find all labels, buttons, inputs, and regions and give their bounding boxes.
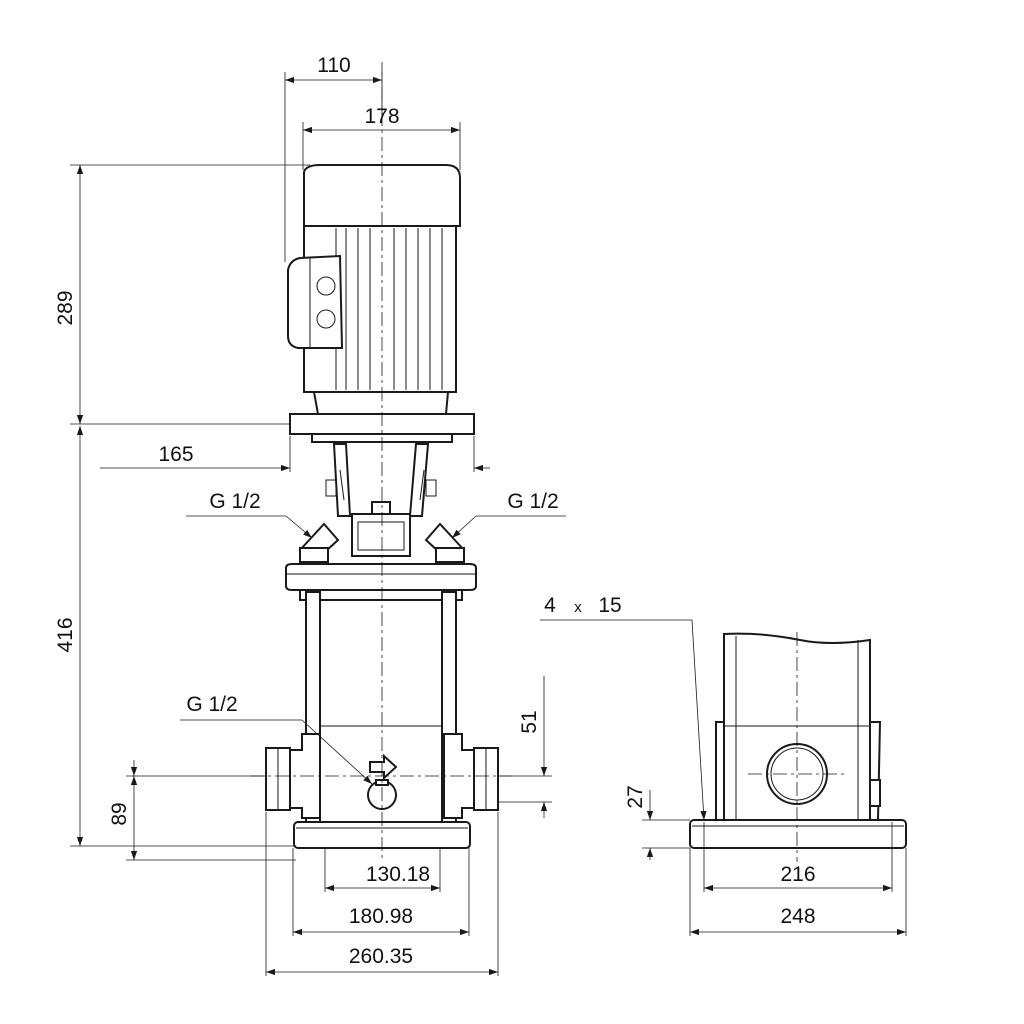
hole-size: 15 — [598, 594, 621, 617]
pump-head — [285, 563, 477, 591]
coupling-section — [285, 413, 477, 591]
dim-27: 27 — [624, 785, 647, 808]
dim-178: 178 — [364, 105, 399, 128]
dimension-lines — [70, 72, 907, 976]
terminal-box — [287, 254, 344, 349]
dim-165: 165 — [158, 443, 193, 466]
coupling-block — [351, 513, 411, 557]
dim-216: 216 — [780, 863, 815, 886]
side-view-skirt — [715, 721, 725, 821]
dim-289: 289 — [54, 290, 77, 325]
hole-count: 4 — [544, 594, 556, 617]
port-label-left-top: G 1/2 — [209, 490, 260, 513]
cable-gland-lower — [316, 309, 336, 329]
flow-direction-arrow — [369, 753, 398, 781]
coupling-leg-left — [332, 443, 352, 517]
dim-180-98: 180.98 — [349, 905, 413, 928]
dimension-labels: 110 178 289 165 416 51 89 130.18 180.98 … — [54, 54, 816, 968]
side-view-base — [689, 819, 907, 849]
dim-110: 110 — [317, 54, 350, 77]
motor-lower-flange — [312, 391, 450, 415]
cable-gland-upper — [316, 276, 336, 296]
port-label-right-top: G 1/2 — [507, 490, 558, 513]
dim-416: 416 — [54, 617, 77, 652]
port-labels: G 1/2 G 1/2 G 1/2 — [186, 490, 558, 716]
dim-260-35: 260.35 — [349, 945, 413, 968]
side-view — [689, 632, 907, 862]
side-port-cap — [869, 779, 881, 807]
motor-fins — [335, 228, 443, 390]
coupling-leg-right — [408, 443, 430, 517]
dim-51: 51 — [518, 710, 541, 733]
hole-callout: 4 x 15 — [544, 594, 622, 617]
dim-89: 89 — [108, 802, 131, 825]
dim-130-18: 130.18 — [366, 863, 430, 886]
hole-times: x — [574, 599, 582, 616]
dim-248: 248 — [780, 905, 815, 928]
port-label-bottom: G 1/2 — [186, 693, 237, 716]
front-centerlines — [250, 62, 512, 860]
motor — [287, 164, 461, 415]
